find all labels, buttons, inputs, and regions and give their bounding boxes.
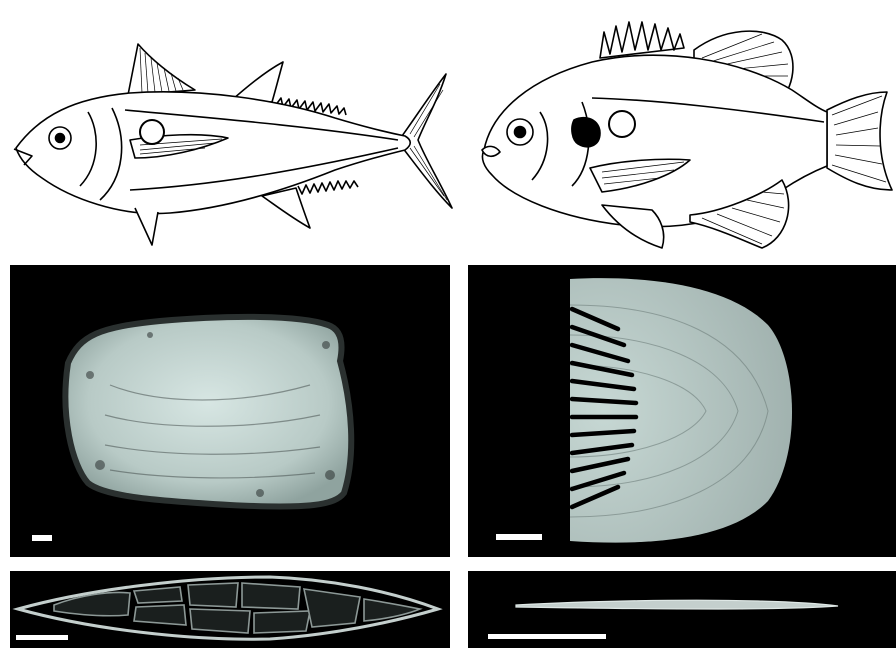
sunfish-drawing-panel [462, 0, 896, 260]
thick-cross-section-icon [10, 571, 450, 648]
scale-bar [488, 634, 606, 639]
thin-cross-section-icon [468, 571, 896, 648]
tuna-drawing-panel [0, 0, 455, 260]
cycloid-scale-icon [10, 265, 450, 557]
tuna-scale-section-panel [10, 571, 450, 648]
sunfish-scale-surface-panel [468, 265, 896, 557]
sunfish-scale-section-panel [468, 571, 896, 648]
tuna-scale-surface-panel [10, 265, 450, 557]
scale-bar [496, 534, 542, 540]
ctenoid-scale-icon [468, 265, 896, 557]
scale-bar [16, 635, 68, 640]
tuna-icon [0, 0, 455, 260]
sunfish-icon [462, 0, 896, 260]
scale-bar [32, 535, 52, 541]
